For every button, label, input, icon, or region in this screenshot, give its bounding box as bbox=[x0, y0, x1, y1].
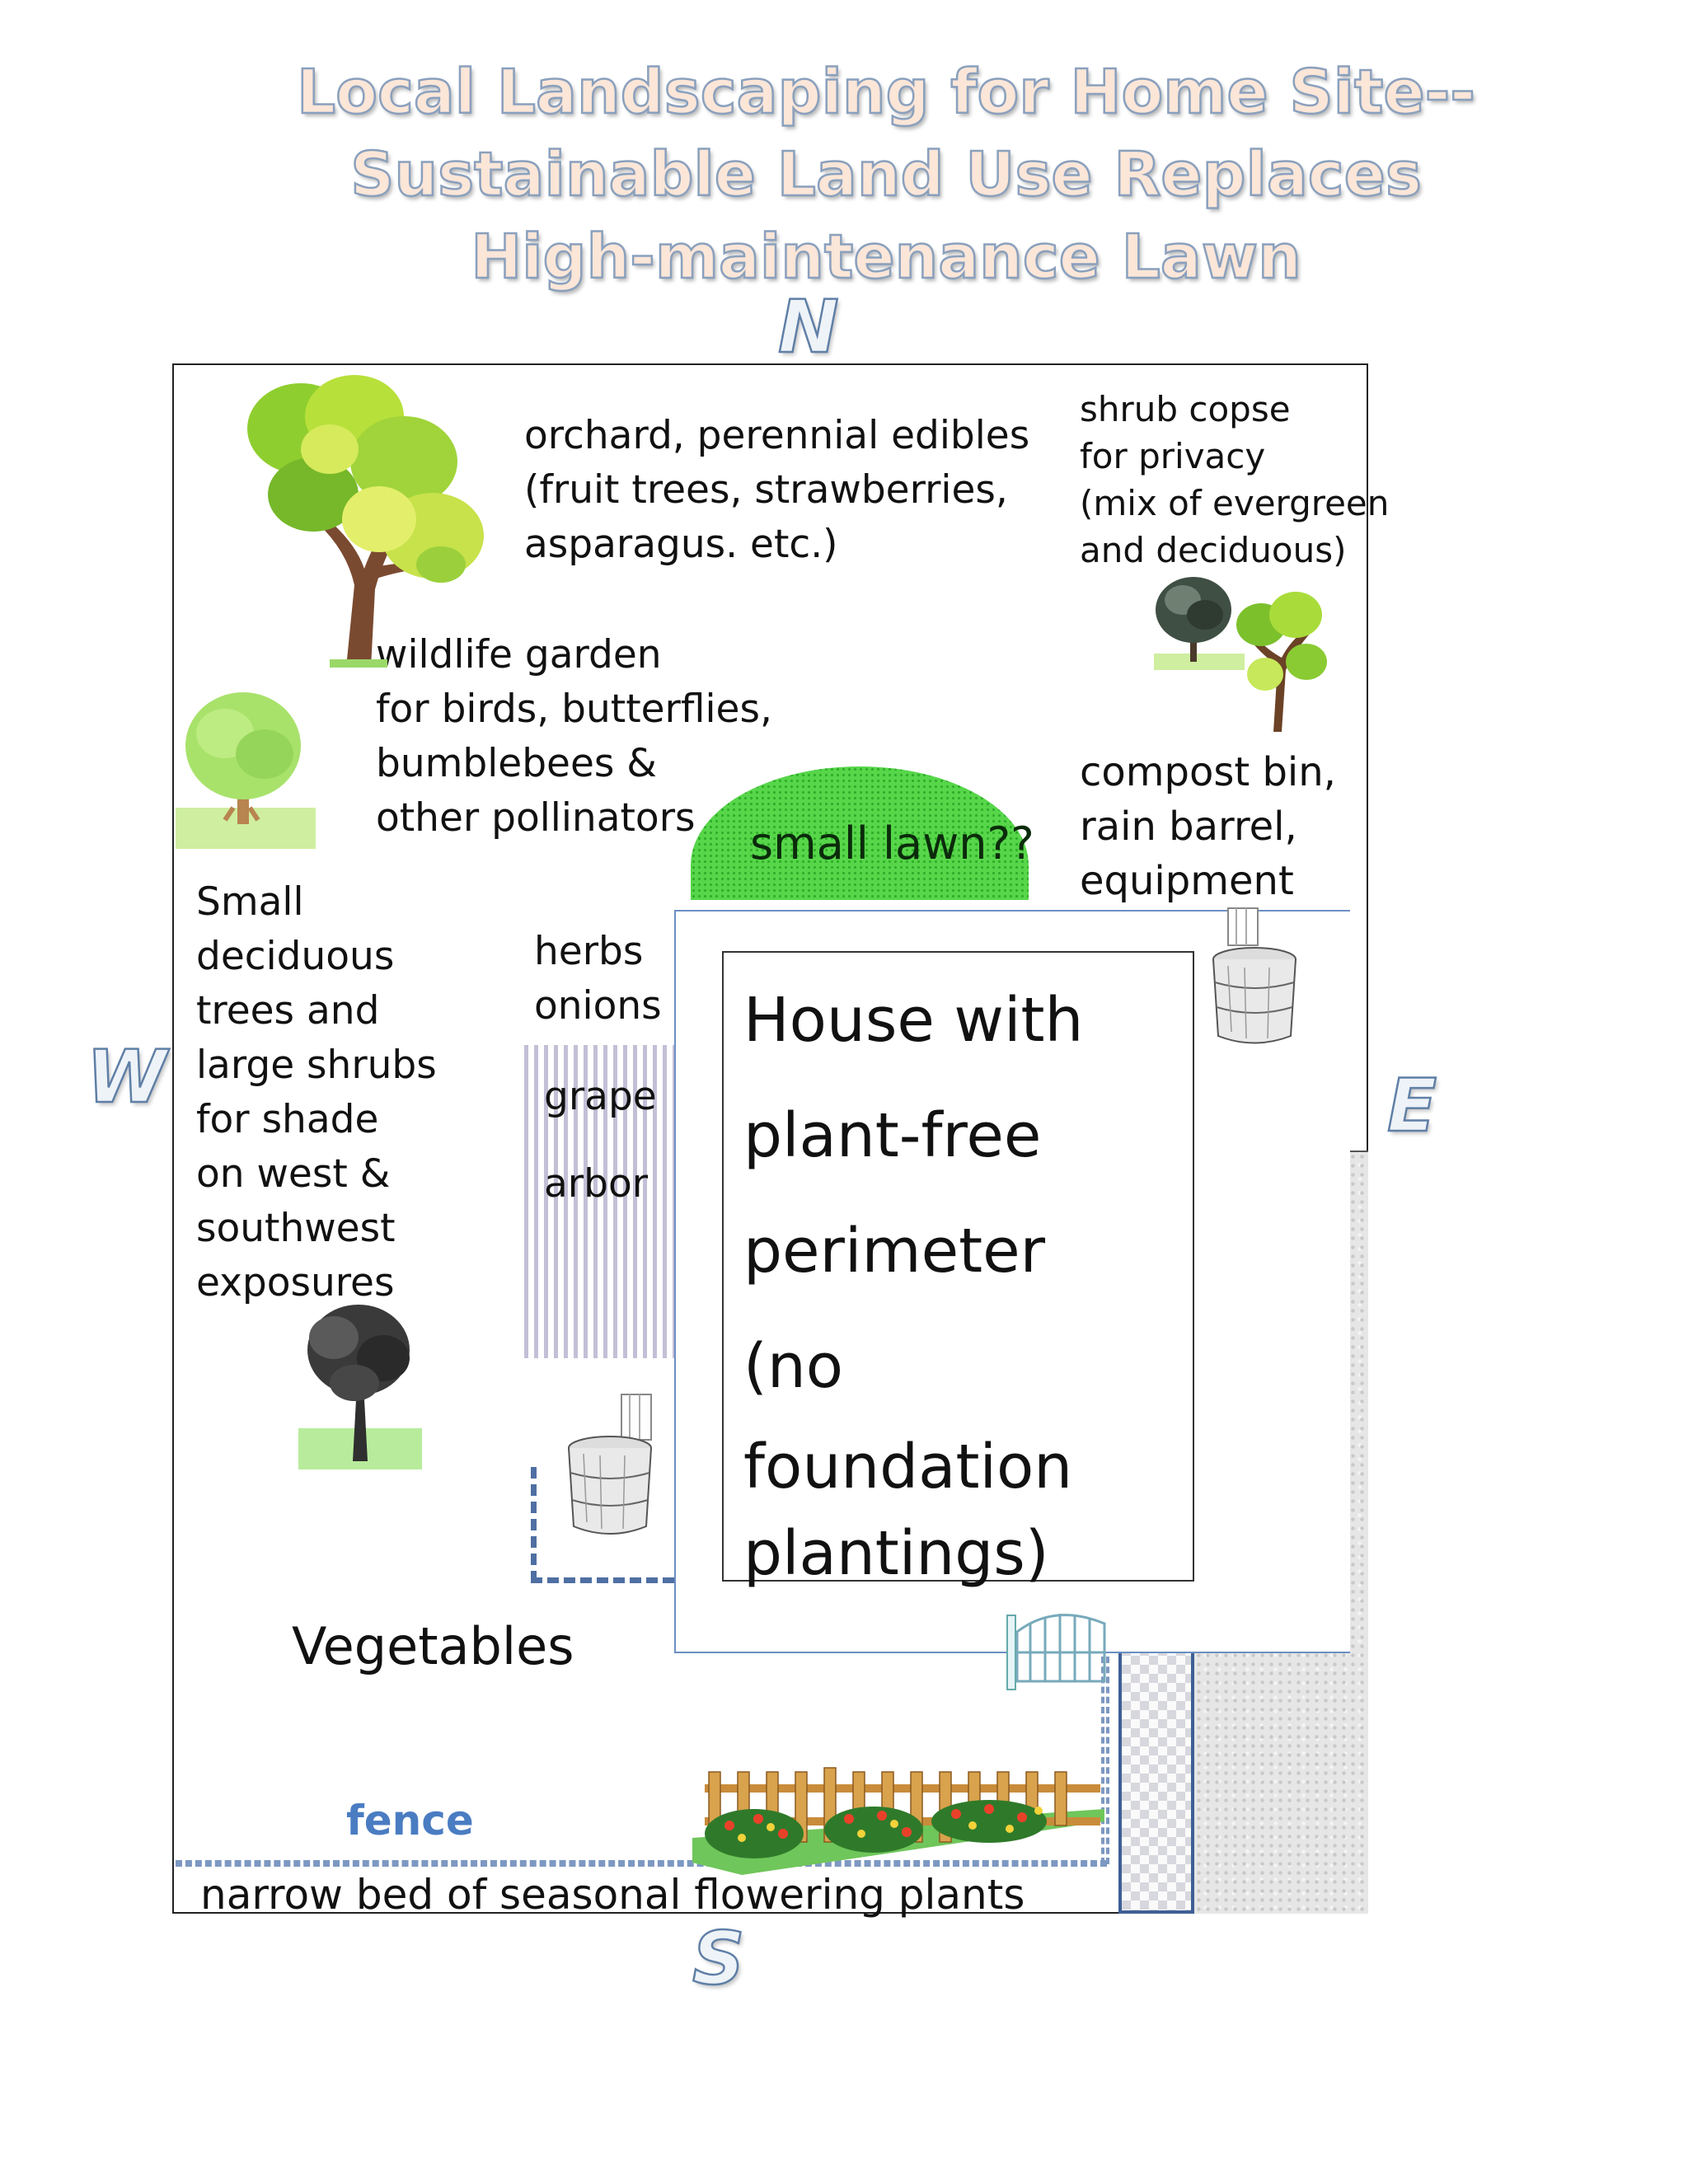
small-lawn-label: small lawn?? bbox=[750, 818, 1034, 869]
title-line-3: High-maintenance Lawn bbox=[470, 221, 1302, 294]
grape-arbor bbox=[524, 1045, 674, 1358]
shrub-copse-label: shrub copse for privacy (mix of evergree… bbox=[1080, 389, 1390, 570]
east-fence bbox=[1101, 1657, 1109, 1864]
shade-tree-icon bbox=[298, 1305, 422, 1469]
south-fence bbox=[176, 1860, 1107, 1867]
title-line-1: Local Landscaping for Home Site-- bbox=[296, 56, 1477, 129]
herbs-label: herbs onions bbox=[534, 929, 662, 1029]
flower-bed-label: narrow bed of seasonal flowering plants bbox=[200, 1871, 1025, 1919]
large-tree-icon bbox=[247, 375, 484, 668]
shade-trees-label: Small deciduous trees and large shrubs f… bbox=[196, 879, 437, 1305]
small-tree-icon bbox=[176, 692, 316, 849]
title-line-2: Sustainable Land Use Replaces bbox=[349, 138, 1423, 212]
yard-boundary bbox=[172, 363, 1368, 1914]
compass-north: N bbox=[777, 284, 840, 371]
house-perimeter-line bbox=[1191, 910, 1350, 912]
orchard-label: orchard, perennial edibles (fruit trees,… bbox=[524, 413, 1030, 567]
compost-area-label: compost bin, rain barrel, equipment bbox=[1080, 749, 1336, 904]
shrub-pair-icon bbox=[1154, 577, 1327, 732]
page-title: Local Landscaping for Home Site-- Sustai… bbox=[247, 51, 1525, 298]
vegetable-garden-border-bottom bbox=[531, 1577, 674, 1583]
vegetable-garden-border bbox=[531, 1467, 537, 1582]
fence-label: fence bbox=[346, 1797, 474, 1844]
wildlife-garden-label: wildlife garden for birds, butterflies, … bbox=[376, 632, 772, 841]
house-label: House with plant-free perimeter (no foun… bbox=[743, 985, 1084, 1589]
house bbox=[722, 951, 1194, 1582]
picket-fence-flowers-icon bbox=[692, 1767, 1104, 1875]
grape-arbor-label: grape arbor bbox=[544, 1074, 657, 1207]
compass-south: S bbox=[692, 1915, 746, 2003]
rain-barrel-icon bbox=[1212, 907, 1296, 1044]
vegetables-label: Vegetables bbox=[292, 1616, 574, 1676]
rain-barrel-icon bbox=[568, 1394, 652, 1535]
compass-west: W bbox=[86, 1033, 168, 1121]
compass-east: E bbox=[1386, 1062, 1438, 1150]
gate-icon bbox=[1006, 1614, 1106, 1690]
